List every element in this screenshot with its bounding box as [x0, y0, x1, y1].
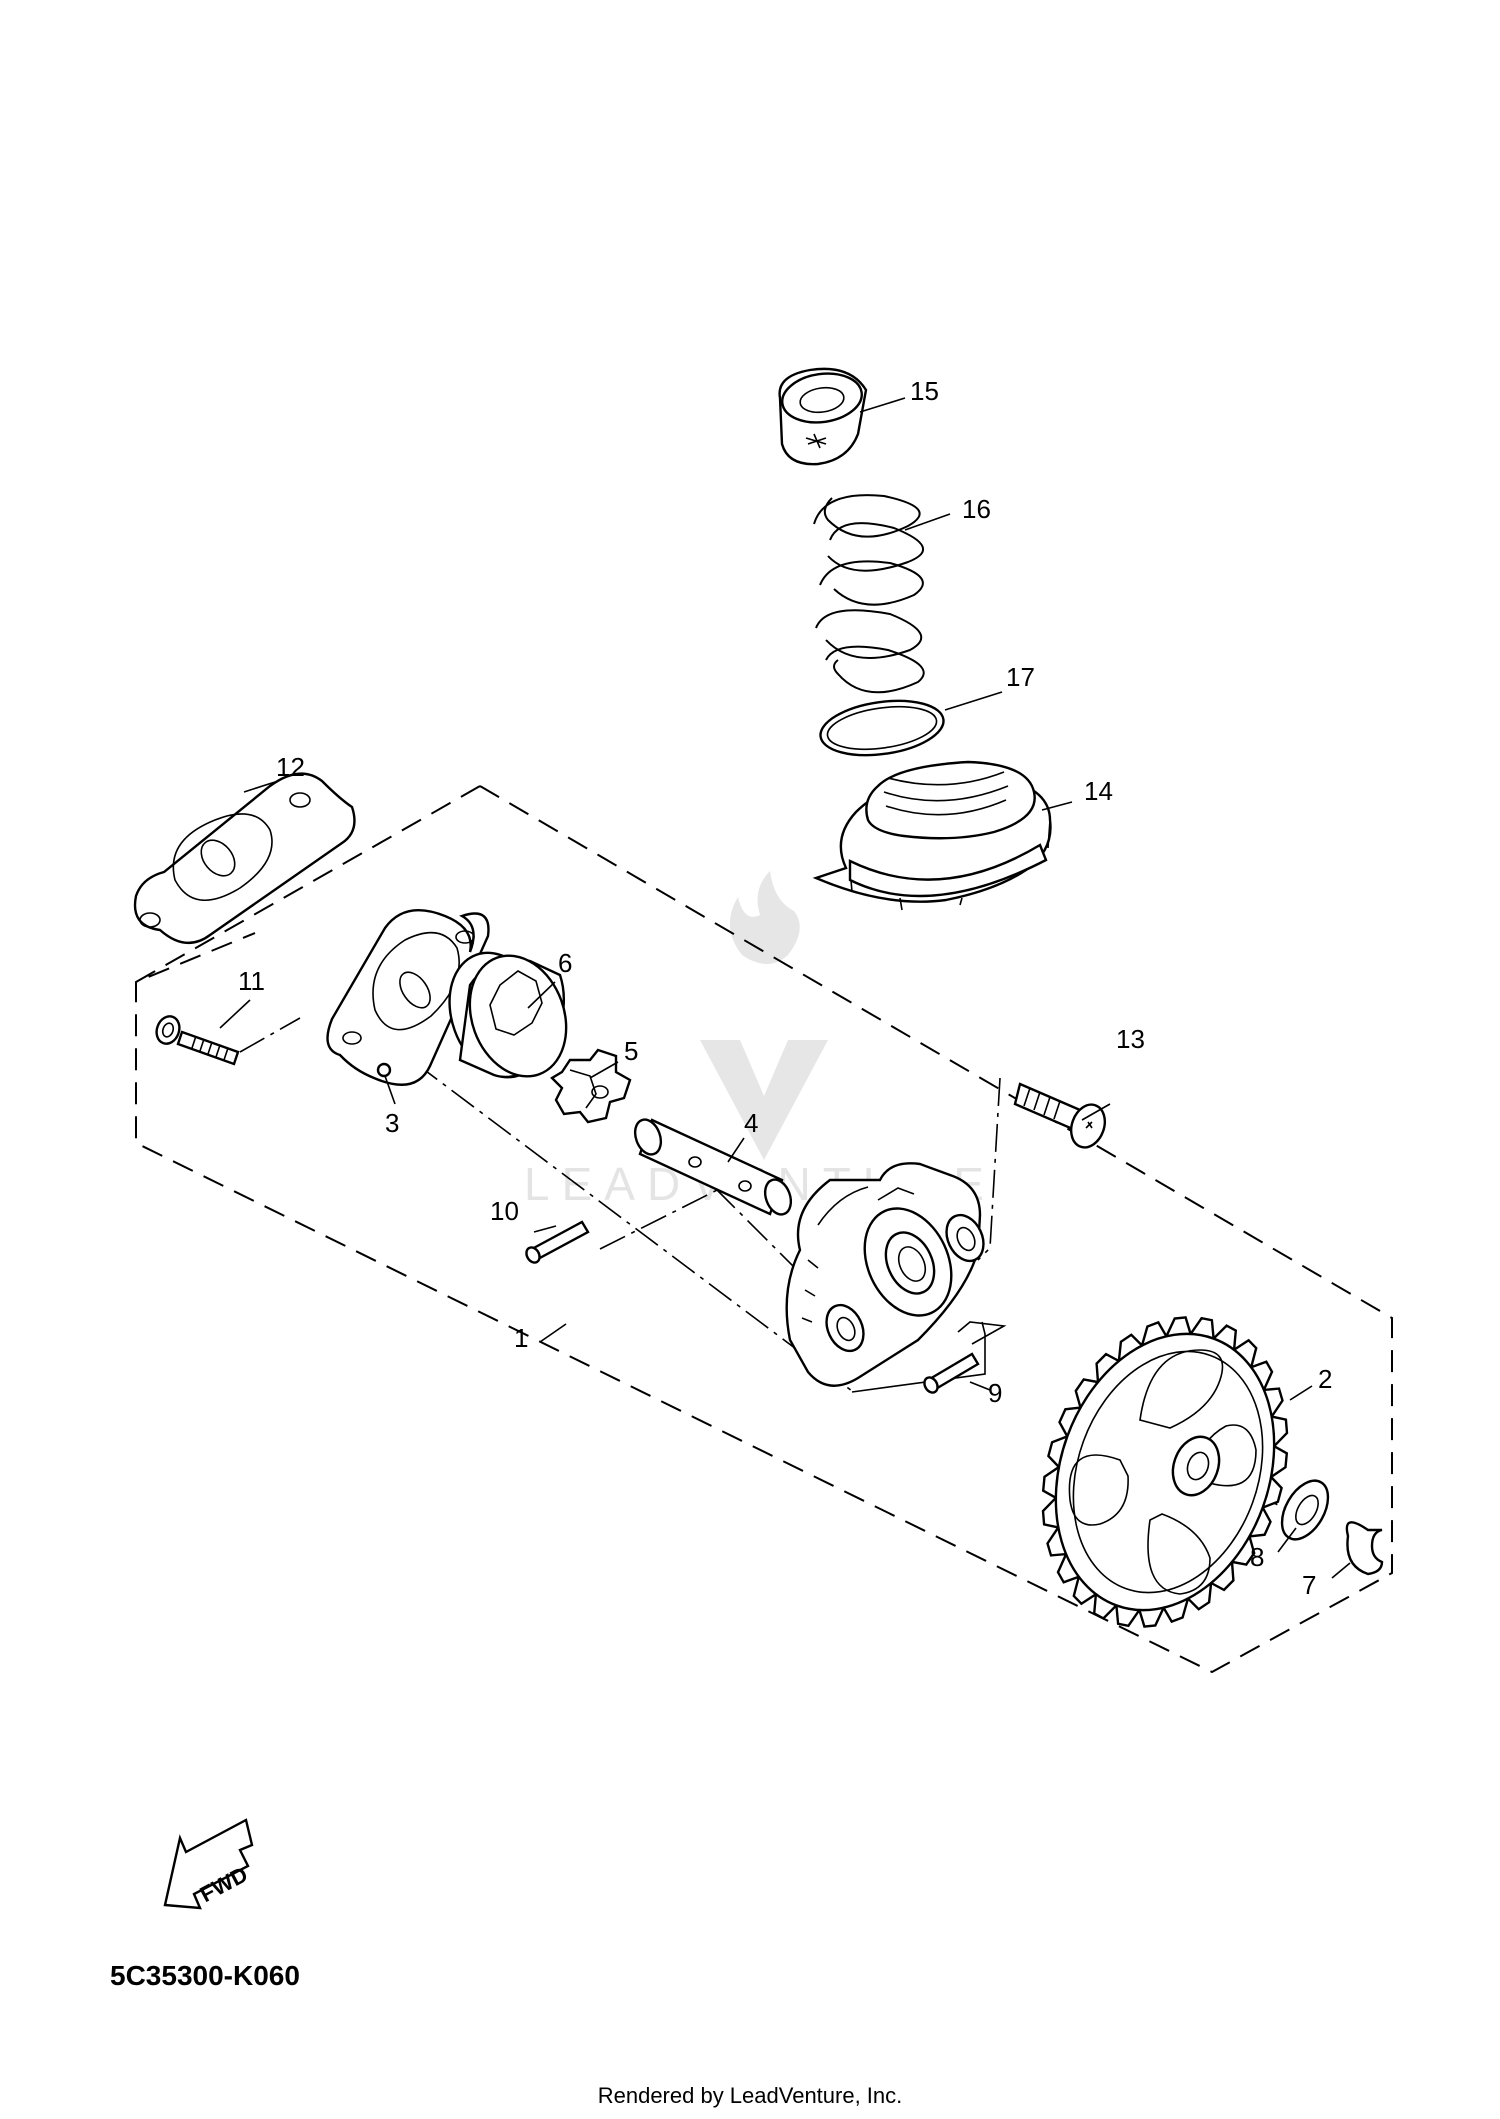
callout-16: 16 [962, 494, 991, 524]
callout-1: 1 [514, 1323, 528, 1353]
fwd-direction-arrow: FWD [163, 1818, 254, 1910]
washer-8 [1280, 1479, 1330, 1541]
bolt-axis-line-13 [977, 1077, 1001, 1261]
strainer-housing-14 [812, 760, 1052, 911]
pump-cover-3 [326, 909, 490, 1086]
inner-rotor-5 [550, 1048, 632, 1124]
callout-10: 10 [490, 1196, 519, 1226]
watermark-logo-icon [700, 871, 828, 1160]
diagram-part-code: 5C35300-K060 [110, 1960, 300, 1991]
o-ring-17 [819, 699, 945, 757]
leader-lines [219, 397, 1351, 1579]
callout-15: 15 [910, 376, 939, 406]
circlip-7 [1345, 1521, 1384, 1576]
callout-12: 12 [276, 752, 305, 782]
render-credit: Rendered by LeadVenture, Inc. [597, 2083, 903, 2108]
fwd-arrow-icon [163, 1818, 254, 1910]
shaft-4 [633, 1118, 793, 1216]
callout-13: 13 [1116, 1024, 1145, 1054]
callout-3: 3 [385, 1108, 399, 1138]
pin-9 [923, 1352, 980, 1394]
callout-14: 14 [1084, 776, 1113, 806]
assembly-boundary [135, 785, 1393, 1674]
callout-4: 4 [744, 1108, 758, 1138]
sprocket-gear-2 [1041, 1316, 1289, 1628]
plug-cap-15 [778, 367, 868, 466]
assembly-inner-line [851, 1321, 986, 1393]
callout-9: 9 [988, 1378, 1002, 1408]
callout-6: 6 [558, 948, 572, 978]
outer-rotor-6 [448, 951, 568, 1079]
gasket-12 [133, 772, 356, 944]
spring-16 [813, 494, 925, 694]
screw-13 [1013, 1082, 1107, 1149]
bolt-axis-line-11 [239, 1017, 301, 1053]
center-axis-line [377, 1034, 853, 1392]
callout-11: 11 [238, 966, 265, 996]
bolt-11 [155, 1015, 240, 1066]
watermark: LEADVENTURE [524, 871, 984, 1210]
callout-8: 8 [1250, 1542, 1264, 1572]
callout-5: 5 [624, 1036, 638, 1066]
pin-9-guide [957, 1321, 1007, 1345]
callout-labels: 1 2 3 4 5 6 7 8 9 10 11 12 13 14 15 16 1… [238, 376, 1332, 1600]
callout-2: 2 [1318, 1364, 1332, 1394]
pump-body-1 [785, 1162, 985, 1387]
callout-17: 17 [1006, 662, 1035, 692]
callout-7: 7 [1302, 1570, 1316, 1600]
pin-10 [525, 1220, 590, 1264]
